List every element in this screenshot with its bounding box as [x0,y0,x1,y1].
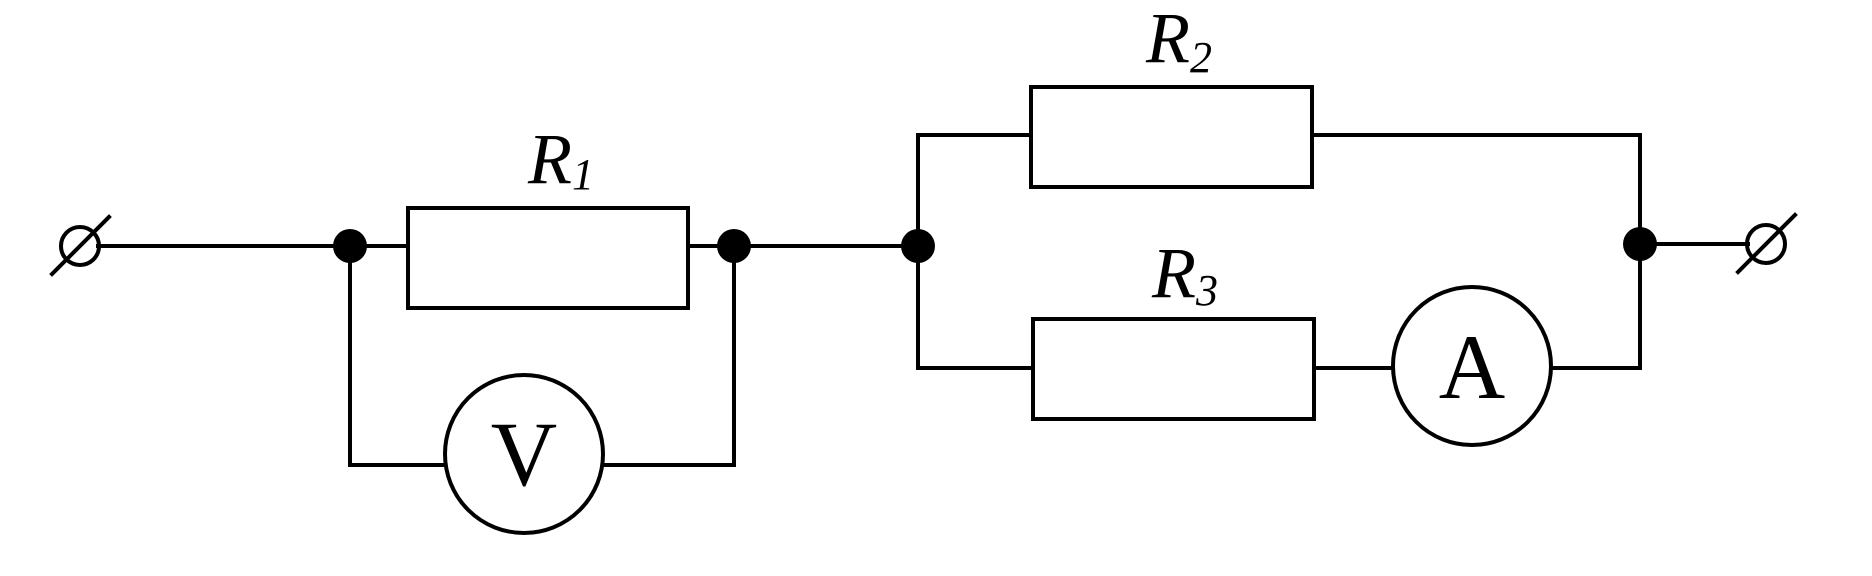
ammeter: A [1391,285,1553,447]
junction-node-3 [901,229,935,263]
label-r2-symbol: R [1145,0,1190,78]
label-r3-symbol: R [1151,233,1196,313]
ammeter-label: A [1439,316,1505,418]
voltmeter-circle [443,373,605,535]
resistor-r2 [1029,85,1314,189]
ammeter-circle [1391,285,1553,447]
junction-node-4 [1623,227,1657,261]
label-r2: R2 [1145,0,1212,82]
terminal-left-icon [49,214,112,277]
label-r3-subscript: 3 [1195,266,1218,315]
resistor-r3 [1031,317,1316,421]
voltmeter: V [443,373,605,535]
label-r2-subscript: 2 [1190,33,1212,82]
junction-node-1 [333,229,367,263]
resistor-r1 [406,206,690,310]
terminal-right-icon [1735,212,1798,275]
label-r1-symbol: R [527,119,572,199]
label-r3: R3 [1151,233,1218,315]
label-r1-subscript: 1 [572,150,594,199]
junction-node-2 [717,229,751,263]
label-r1: R1 [527,119,594,199]
voltmeter-label: V [491,403,557,505]
